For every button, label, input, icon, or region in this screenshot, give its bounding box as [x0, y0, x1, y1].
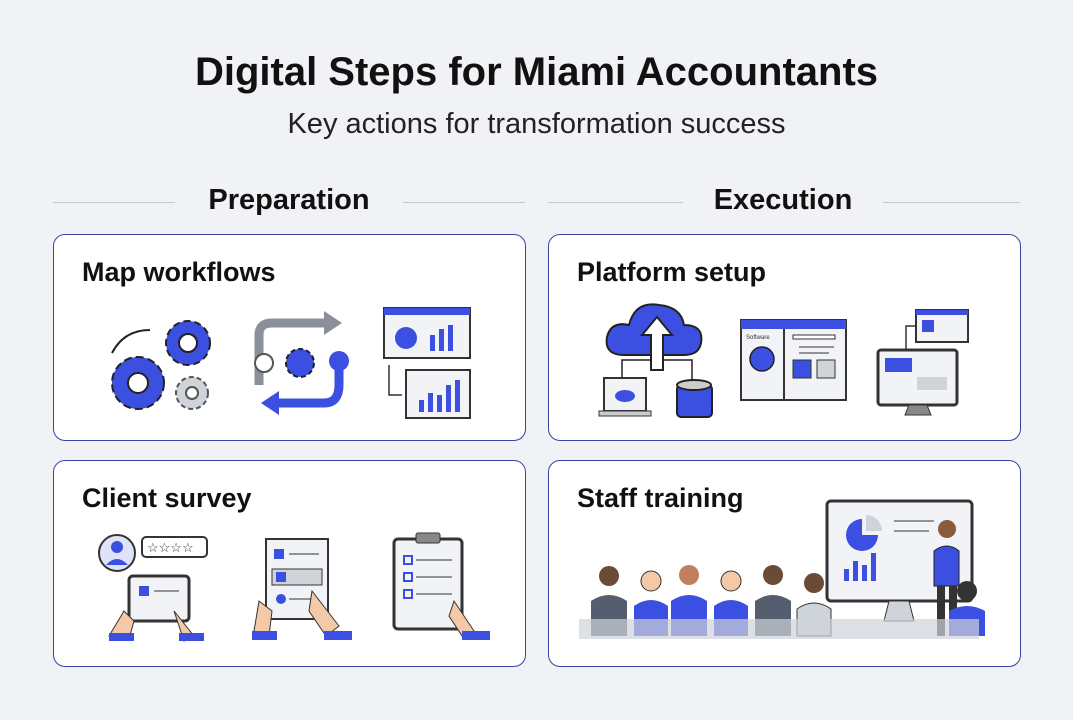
section-execution: Execution: [713, 184, 853, 216]
card-client-survey: Client survey ☆☆☆☆: [53, 460, 526, 667]
card-illustration: ☆☆☆☆: [98, 532, 490, 642]
card-illustration: Software: [598, 303, 969, 418]
card-title: Map workflows: [82, 257, 276, 287]
card-staff-training: Staff training: [548, 460, 1021, 667]
divider: [548, 202, 683, 203]
card-title: Platform setup: [577, 257, 767, 287]
card-title: Staff training: [577, 483, 744, 513]
tablet-rating-icon: ☆☆☆☆: [98, 534, 208, 642]
divider: [883, 202, 1020, 203]
monitor-icon: [876, 309, 969, 416]
card-platform-setup: Platform setup Software: [548, 234, 1021, 441]
page-title: Digital Steps for Miami Accountants: [194, 50, 879, 94]
card-map-workflows: Map workflows: [53, 234, 526, 441]
page-subtitle: Key actions for transformation success: [287, 108, 786, 140]
svg-text:☆☆☆☆: ☆☆☆☆: [147, 540, 194, 555]
software-label: Software: [746, 335, 770, 341]
process-flow-icon: [254, 311, 349, 415]
divider: [53, 202, 175, 203]
section-preparation: Preparation: [208, 184, 370, 216]
software-window-icon: Software: [740, 319, 847, 401]
cloud-upload-icon: [598, 303, 713, 418]
presentation-audience-icon: [579, 499, 985, 639]
divider: [403, 202, 525, 203]
card-illustration: [111, 307, 471, 419]
card-title: Client survey: [82, 483, 252, 513]
charts-icon: [383, 307, 471, 419]
gears-icon: [111, 320, 211, 410]
clipboard-checklist-icon: [392, 532, 490, 640]
form-icon: [252, 538, 352, 640]
